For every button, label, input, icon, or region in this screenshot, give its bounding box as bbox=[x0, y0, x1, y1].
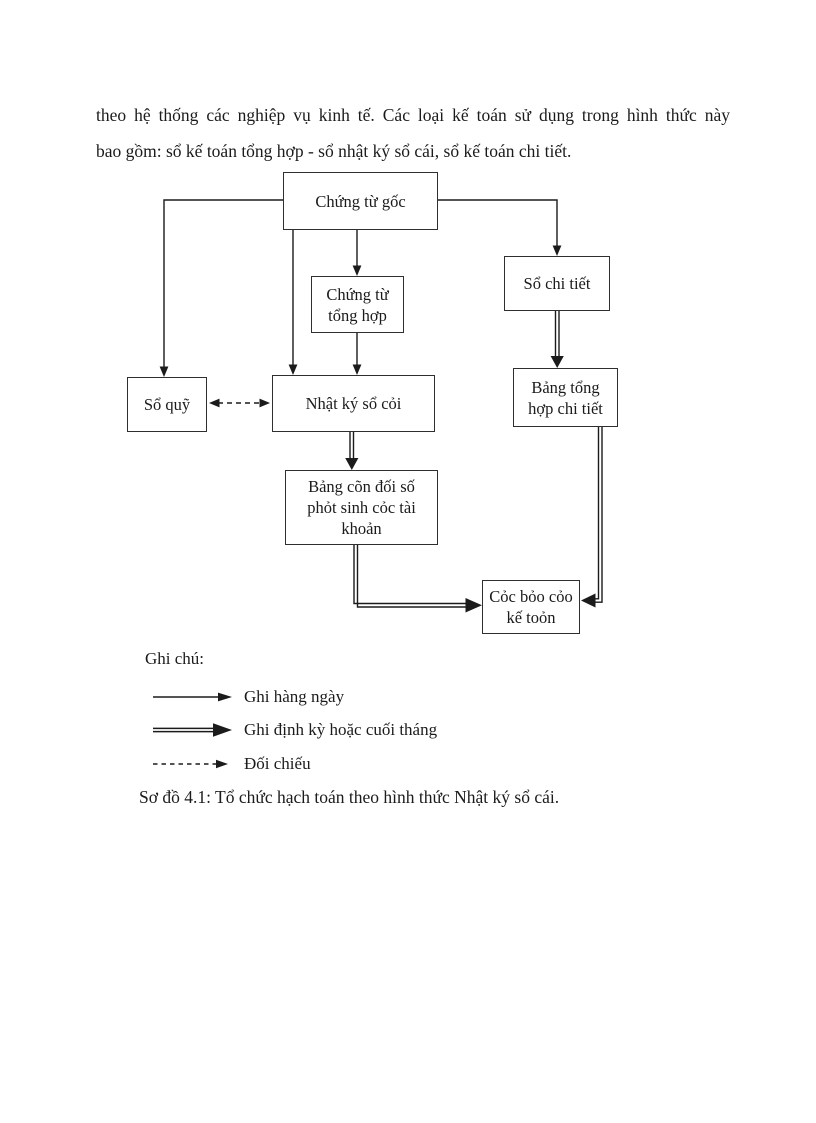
flowchart-box-so-chi-tiet: Sổ chi tiết bbox=[504, 256, 610, 311]
body-paragraph: theo hệ thống các nghiệp vụ kinh tế. Các… bbox=[96, 97, 730, 169]
connector-chungtugoc-to-nhatkysocai bbox=[288, 230, 298, 375]
connector-chungtugoc-to-sochitiet bbox=[438, 199, 562, 256]
connector-chungtugoc-to-chungtutonghop bbox=[352, 230, 362, 276]
connector-soquy-nhatkysocai-dashed bbox=[209, 398, 270, 408]
connector-bangtonghop-to-baocao-double bbox=[581, 427, 603, 608]
flowchart-box-cac-bao-cao-ke-toan: Cỏc bỏo cỏo kế toỏn bbox=[482, 580, 580, 634]
paragraph-line: theo hệ thống các nghiệp vụ kinh tế. Các… bbox=[96, 105, 730, 125]
double-arrow-icon bbox=[153, 723, 232, 737]
flowchart-box-chung-tu-tong-hop: Chứng từ tổng hợp bbox=[311, 276, 404, 333]
connector-sochitiet-to-bangtonghop-double bbox=[550, 311, 564, 368]
flowchart-box-nhat-ky-so-cai: Nhật ký sổ cỏi bbox=[272, 375, 435, 432]
dashed-arrow-icon bbox=[153, 759, 228, 769]
legend-label: Đối chiếu bbox=[244, 754, 311, 773]
flowchart-box-chung-tu-goc: Chứng từ gốc bbox=[283, 172, 438, 230]
connector-nhatkysocai-to-bangcandoi-double bbox=[345, 432, 359, 470]
legend-label: Ghi định kỳ hoặc cuối tháng bbox=[244, 720, 438, 739]
connector-chungtugoc-to-soquy bbox=[159, 199, 283, 377]
solid-arrow-icon bbox=[153, 692, 232, 702]
legend-title: Ghi chú: bbox=[145, 649, 205, 668]
connector-bangcandoi-to-baocao-double bbox=[353, 545, 482, 613]
flowchart-box-bang-tong-hop-chi-tiet: Bảng tổng hợp chi tiết bbox=[513, 368, 618, 427]
legend-label: Ghi hàng ngày bbox=[244, 687, 345, 706]
figure-caption: Sơ đồ 4.1: Tổ chức hạch toán theo hình t… bbox=[139, 787, 560, 807]
flowchart-box-bang-can-doi-so-phat-sinh: Bảng cõn đối số phỏt sinh cỏc tài khoản bbox=[285, 470, 438, 545]
connector-chungtutonghop-to-nhatkysocai bbox=[352, 333, 362, 375]
legend-item-periodic: Ghi định kỳ hoặc cuối tháng bbox=[152, 719, 437, 741]
paragraph-line: bao gồm: sổ kế toán tổng hợp - sổ nhật k… bbox=[96, 141, 572, 161]
legend-item-reconcile: Đối chiếu bbox=[152, 753, 311, 775]
flowchart-box-so-quy: Sổ quỹ bbox=[127, 377, 207, 432]
legend-item-daily: Ghi hàng ngày bbox=[152, 686, 344, 708]
